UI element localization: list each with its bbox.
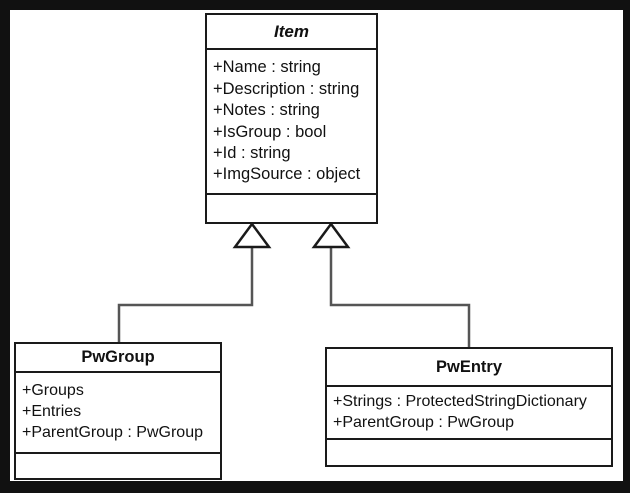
- class-attributes-item: +Name : string +Description : string +No…: [207, 50, 376, 195]
- frame-border-right: [623, 0, 630, 493]
- attribute-row: +Notes : string: [213, 101, 320, 120]
- frame-border-bottom: [0, 481, 630, 493]
- frame-border-top: [0, 0, 630, 10]
- class-name-pwgroup: PwGroup: [16, 344, 220, 373]
- inheritance-triangle-pwentry[interactable]: [311, 221, 351, 249]
- attribute-row: +IsGroup : bool: [213, 122, 327, 141]
- attribute-row: +ImgSource : object: [213, 165, 361, 184]
- class-box-item[interactable]: Item +Name : string +Description : strin…: [205, 13, 378, 224]
- class-attributes-pwentry: +Strings : ProtectedStringDictionary +Pa…: [327, 387, 611, 440]
- frame-border-left: [0, 0, 10, 493]
- generalization-line-pwgroup[interactable]: [117, 247, 254, 342]
- generalization-line-pwentry[interactable]: [329, 247, 471, 347]
- class-name-item: Item: [207, 15, 376, 50]
- class-box-pwgroup[interactable]: PwGroup +Groups +Entries +ParentGroup : …: [14, 342, 222, 480]
- class-operations-item: [207, 195, 376, 222]
- inheritance-triangle-pwgroup[interactable]: [232, 221, 272, 249]
- class-box-pwentry[interactable]: PwEntry +Strings : ProtectedStringDictio…: [325, 347, 613, 467]
- attribute-row: +Id : string: [213, 143, 291, 162]
- class-attributes-pwgroup: +Groups +Entries +ParentGroup : PwGroup: [16, 373, 220, 454]
- attribute-row: +Name : string: [213, 58, 321, 77]
- class-name-pwentry: PwEntry: [327, 349, 611, 387]
- class-operations-pwentry: [327, 440, 611, 465]
- attribute-row: +Entries: [22, 403, 82, 421]
- class-operations-pwgroup: [16, 454, 220, 478]
- attribute-row: +ParentGroup : PwGroup: [22, 423, 203, 441]
- attribute-row: +Strings : ProtectedStringDictionary: [333, 392, 587, 410]
- attribute-row: +ParentGroup : PwGroup: [333, 413, 514, 431]
- attribute-row: +Description : string: [213, 79, 360, 98]
- attribute-row: +Groups: [22, 382, 84, 400]
